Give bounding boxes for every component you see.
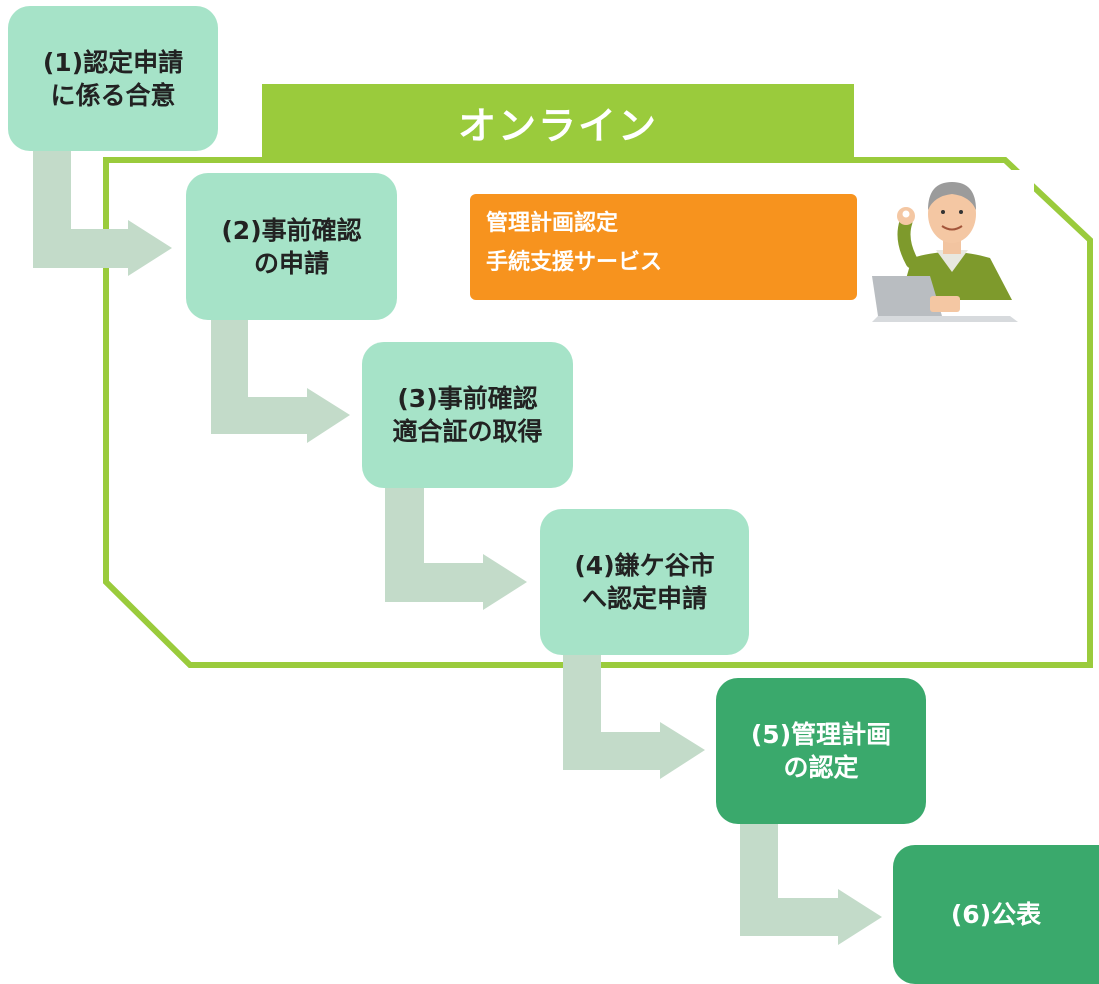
step-4-city-application: (4)鎌ケ谷市 へ認定申請 [540,509,749,655]
elbow-arrow-icon [740,818,882,945]
step-label-line1: (1)認定申請 [42,47,184,77]
step-label-line2: の申請 [253,248,329,278]
online-banner: オンライン [262,84,854,161]
elbow-arrow-icon [563,650,705,779]
person-laptop-illustration [852,170,1034,322]
step-label-line1: (2)事前確認 [221,215,362,245]
service-title-line1: 管理計画認定 [486,211,619,236]
elbow-arrow-icon [385,484,527,610]
step-label-line1: (3)事前確認 [397,384,538,413]
elbow-arrow-icon [33,148,172,276]
step-label-line1: (5)管理計画 [750,720,892,749]
support-service-box: 管理計画認定 手続支援サービス [470,194,857,300]
step-5-plan-certification: (5)管理計画 の認定 [716,678,926,824]
step-label-line2: 適合証の取得 [392,417,543,446]
service-title-line2: 手続支援サービス [486,249,663,275]
online-region-border [103,157,1093,668]
elbow-arrow-icon [211,318,350,443]
step-2-pre-check-application: (2)事前確認 の申請 [186,173,397,320]
step-6-publication: (6)公表 [893,845,1099,984]
step-label-line2: へ認定申請 [581,584,707,613]
step-label-line1: (6)公表 [950,900,1042,929]
step-label-line1: (4)鎌ケ谷市 [574,551,715,580]
step-arrows [33,148,882,945]
step-1-agreement: (1)認定申請 に係る合意 [8,6,218,151]
step-label-line2: の認定 [783,753,859,782]
online-banner-label: オンライン [457,104,658,148]
step-3-certificate-acquisition: (3)事前確認 適合証の取得 [362,342,573,488]
step-label-line2: に係る合意 [50,80,176,110]
